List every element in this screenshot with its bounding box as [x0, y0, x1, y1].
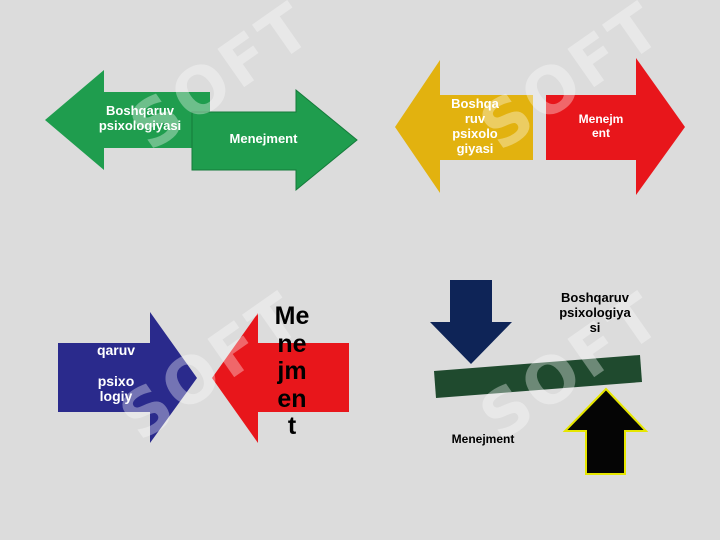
red-left-arrow [212, 313, 349, 443]
red-left-arrow-label: Me ne jm en t [274, 302, 310, 440]
green-right-arrow [191, 88, 358, 192]
green-right-arrow-label: Menejment [229, 131, 298, 146]
green-left-arrow-label: Boshqaruv psixologiyasi [98, 103, 182, 133]
red-right-arrow [546, 58, 685, 195]
blue-right-arrow [58, 312, 197, 443]
yellow-left-arrow [395, 60, 533, 193]
navy-down-arrow [430, 280, 512, 364]
bottom-label: Menejment [451, 432, 515, 446]
blue-right-arrow-label: qaruv psixo logiy [96, 342, 136, 405]
green-left-arrow [45, 70, 210, 170]
top-label: Boshqaruv psixologiya si [559, 290, 631, 335]
dark-green-bar [434, 355, 642, 398]
black-up-arrow [562, 387, 649, 475]
yellow-left-arrow-label: Boshqa ruv psixolo giyasi [451, 96, 499, 156]
red-right-arrow-label: Menejm ent [578, 112, 624, 140]
